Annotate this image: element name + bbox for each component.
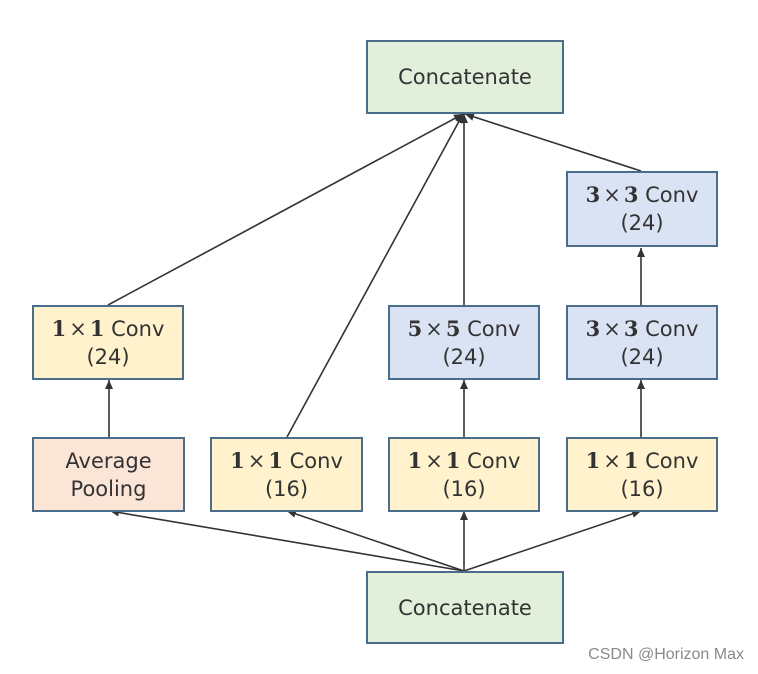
edge-concat-to-conv1x1-b3 [463,510,642,572]
watermark: CSDN @Horizon Max [588,646,744,663]
pool-conv1x1-node: 1×1 Conv (24) [32,305,184,380]
node-channels: (24) [442,344,486,369]
node-op-line: 1×1 Conv [407,447,521,473]
node-op-line: 5×5 Conv [407,315,521,341]
average-pooling-node: Average Pooling [32,437,185,512]
node-channels: (16) [442,476,486,501]
node-channels: (24) [86,344,130,369]
edge-conv3x3-to-concat [464,112,642,172]
node-op-line: 1×1 Conv [585,447,699,473]
node-label: Concatenate [398,65,532,89]
node-op-line: 1×1 Conv [51,315,165,341]
edge-conv1x1-b1-to-concat [286,113,464,438]
node-label: Concatenate [398,595,532,620]
conv1x1-branch1-node: 1×1 Conv (16) [210,437,363,512]
node-op-line: 3×3 Conv [585,315,699,341]
conv3x3-first-node: 3×3 Conv (24) [566,305,718,380]
conv3x3-second-node: 3×3 Conv (24) [566,171,718,247]
conv5x5-node: 5×5 Conv (24) [388,305,540,380]
conv1x1-branch2-node: 1×1 Conv (16) [388,437,540,512]
node-channels: (24) [620,211,664,235]
edge-concat-to-conv1x1-b1 [286,510,465,572]
node-op-line: 1×1 Conv [230,447,343,473]
node-channels: (16) [620,476,664,501]
edge-poolconv-to-concat [107,113,464,306]
node-op-line: 3×3 Conv [585,182,699,207]
concatenate-output-node: Concatenate [366,40,564,114]
node-label-line1: Average [65,448,152,473]
node-channels: (24) [620,344,664,369]
node-label-line2: Pooling [70,476,147,501]
conv1x1-branch3-node: 1×1 Conv (16) [566,437,718,512]
edge-concat-to-avgpool [109,508,465,572]
node-channels: (16) [264,476,309,501]
concatenate-input-node: Concatenate [366,571,564,644]
